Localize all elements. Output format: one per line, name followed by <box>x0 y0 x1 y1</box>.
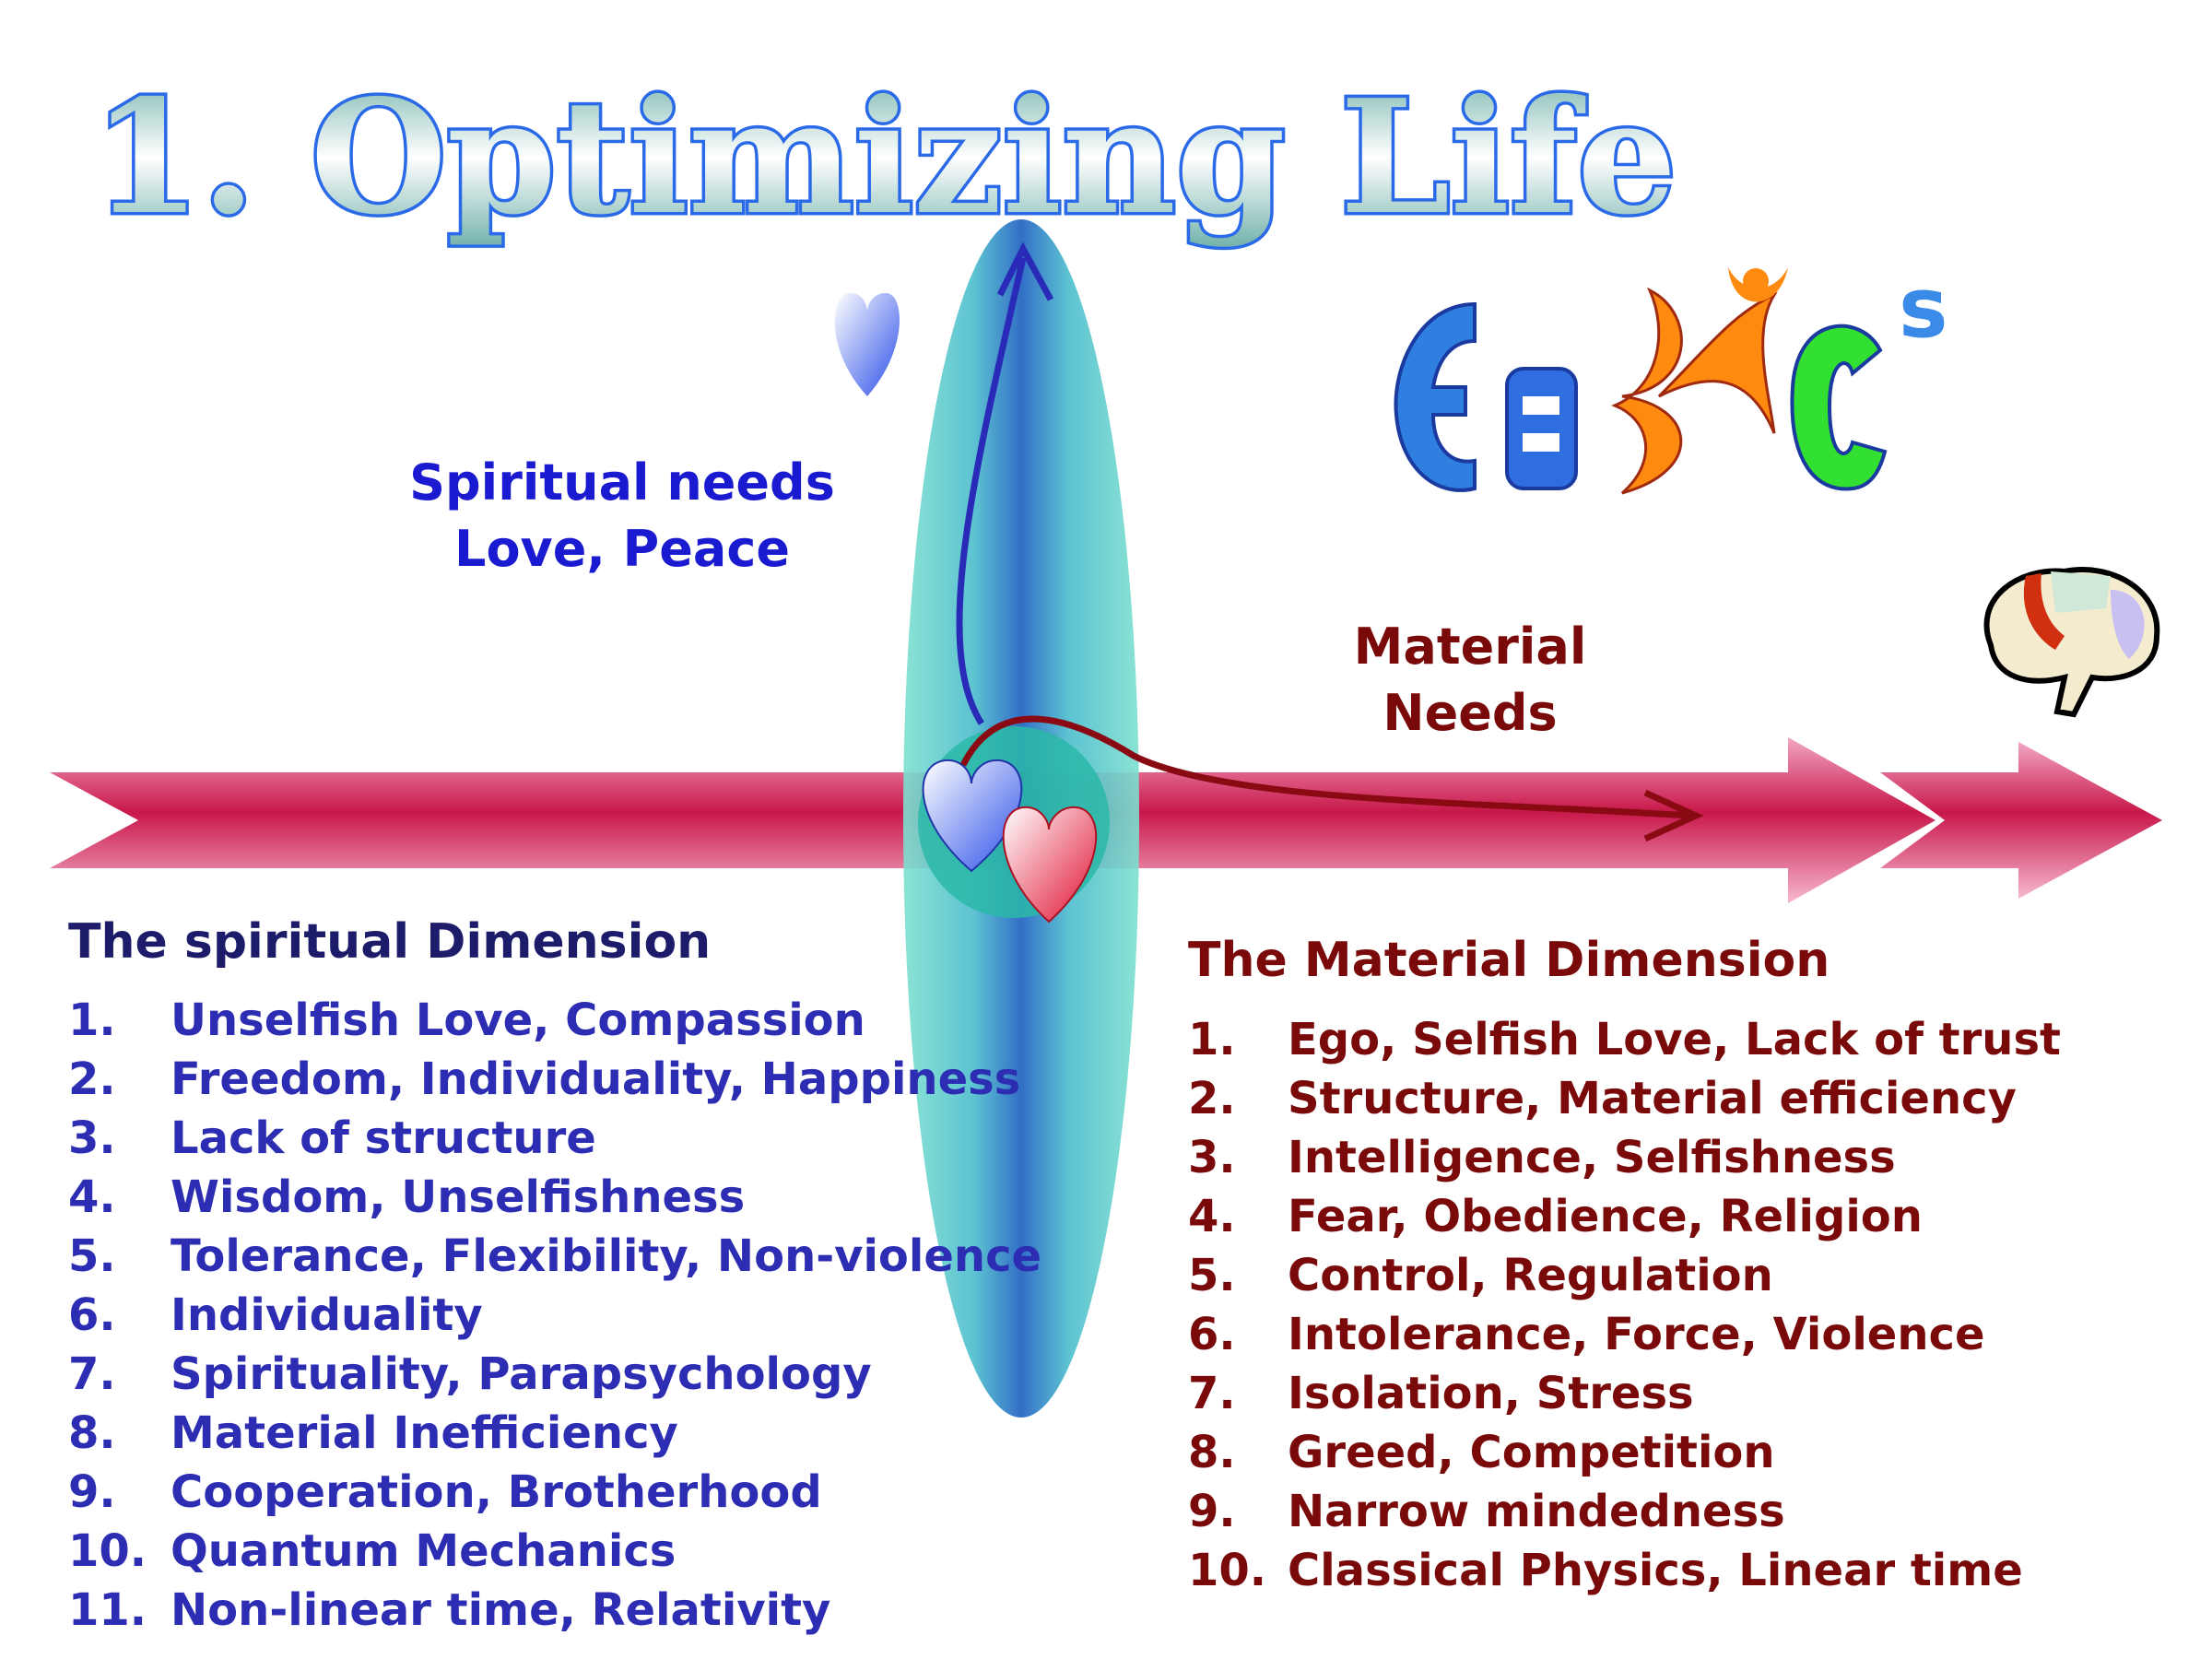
material-curve-arrow <box>959 715 1692 819</box>
item-text: Intelligence, Selfishness <box>1288 1132 1896 1183</box>
item-text: Greed, Competition <box>1288 1427 1775 1478</box>
item-text: Control, Regulation <box>1288 1250 1773 1301</box>
item-text: Isolation, Stress <box>1288 1368 1694 1419</box>
page-title: 1. Optimizing Life <box>92 65 1677 250</box>
item-text: Freedom, Individuality, Happiness <box>171 1053 1021 1105</box>
item-text: Intolerance, Force, Violence <box>1288 1309 1985 1360</box>
spiritual-needs-line2: Love, Peace <box>454 520 790 578</box>
item-number: 9. <box>1188 1486 1236 1537</box>
title-graphic: 1. Optimizing Life <box>89 63 1680 253</box>
item-number: 11. <box>68 1584 147 1636</box>
item-number: 10. <box>1188 1545 1267 1596</box>
item-number: 8. <box>68 1407 116 1459</box>
item-number: 7. <box>68 1348 116 1400</box>
item-number: 1. <box>1188 1014 1236 1065</box>
material-dimension-heading: The Material Dimension <box>1188 933 1830 988</box>
item-number: 7. <box>1188 1368 1236 1419</box>
blue-heart-icon <box>922 759 1023 873</box>
item-number: 6. <box>1188 1309 1236 1360</box>
item-text: Ego, Selfish Love, Lack of trust <box>1288 1014 2061 1065</box>
item-text: Individuality <box>171 1289 483 1341</box>
spiritual-dimension-heading: The spiritual Dimension <box>68 914 712 970</box>
brain-icon <box>1983 567 2160 718</box>
item-text: Structure, Material efficiency <box>1288 1073 2017 1124</box>
item-text: Unselfish Love, Compassion <box>171 994 865 1046</box>
item-text: Narrow mindedness <box>1288 1486 1785 1537</box>
item-number: 9. <box>68 1466 116 1518</box>
item-number: 10. <box>68 1525 147 1577</box>
spiritual-curve-arrow <box>956 257 1027 725</box>
item-number: 5. <box>68 1230 116 1282</box>
small-heart-icon <box>834 292 900 396</box>
item-number: 4. <box>68 1171 116 1223</box>
item-text: Wisdom, Unselfishness <box>171 1171 746 1223</box>
item-number: 2. <box>1188 1073 1236 1124</box>
spiritual-needs-label: Spiritual needs Love, Peace <box>387 450 857 582</box>
item-text: Classical Physics, Linear time <box>1288 1545 2023 1596</box>
spiritual-needs-line1: Spiritual needs <box>409 453 835 512</box>
item-number: 3. <box>1188 1132 1236 1183</box>
item-number: 4. <box>1188 1191 1236 1242</box>
material-needs-line1: Material <box>1353 618 1587 676</box>
item-number: 8. <box>1188 1427 1236 1478</box>
item-number: 6. <box>68 1289 116 1341</box>
item-text: Fear, Obedience, Religion <box>1288 1191 1923 1242</box>
item-number: 2. <box>68 1053 116 1105</box>
ebkcs-logo: s <box>1394 260 1948 495</box>
item-text: Quantum Mechanics <box>171 1525 677 1577</box>
item-text: Spirituality, Parapsychology <box>171 1348 872 1400</box>
red-heart-icon <box>1002 806 1098 924</box>
svg-text:s: s <box>1899 260 1948 357</box>
item-text: Tolerance, Flexibility, Non-violence <box>171 1230 1042 1282</box>
item-number: 3. <box>68 1112 116 1164</box>
item-text: Cooperation, Brotherhood <box>171 1466 822 1518</box>
item-number: 5. <box>1188 1250 1236 1301</box>
item-text: Material Inefficiency <box>171 1407 678 1459</box>
item-number: 1. <box>68 994 116 1046</box>
material-needs-label: Material Needs <box>1290 614 1650 747</box>
material-needs-line2: Needs <box>1382 684 1558 742</box>
item-text: Lack of structure <box>171 1112 596 1164</box>
item-text: Non-linear time, Relativity <box>171 1584 831 1636</box>
